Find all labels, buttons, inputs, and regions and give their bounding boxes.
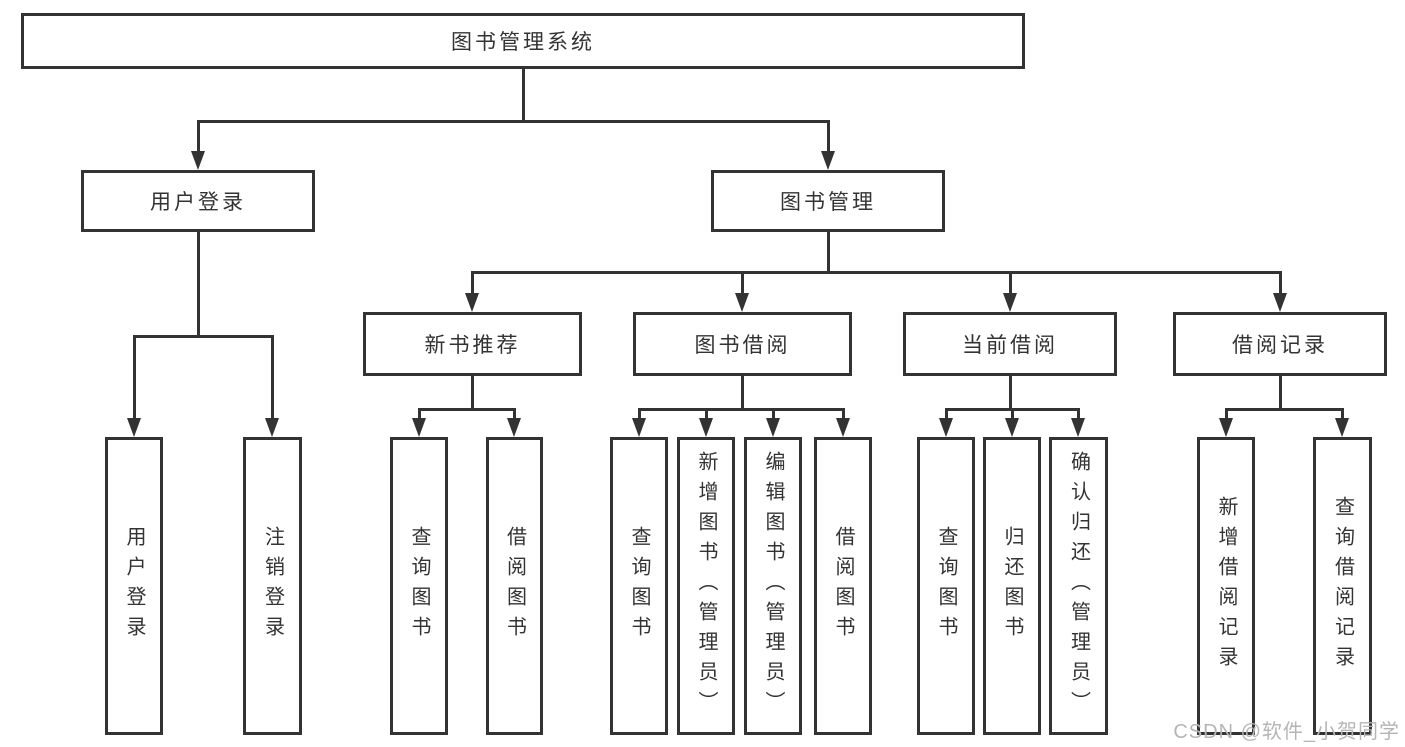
arrow-down-icon [939, 418, 953, 437]
arrow-down-icon [1219, 418, 1233, 437]
node-leaf-cb-query-books: 查询图书 [917, 437, 975, 735]
arrow-down-icon [127, 418, 141, 437]
connector-stub-leaf-logout [271, 335, 274, 420]
arrow-down-icon [1005, 418, 1019, 437]
connector-stub-bb-borrow [842, 408, 845, 420]
connector-stub-br-add [1225, 408, 1228, 420]
arrow-down-icon [1335, 418, 1349, 437]
connector-cb-down [1009, 376, 1012, 411]
node-user-login-label: 用户登录 [150, 191, 246, 214]
connector-br-down [1279, 376, 1282, 411]
node-leaf-user-login: 用户登录 [105, 437, 163, 735]
node-leaf-nbr-query-books-label: 查询图书 [408, 526, 430, 646]
connector-root-down [522, 69, 525, 123]
node-leaf-nbr-borrow-books-label: 借阅图书 [503, 526, 526, 646]
node-new-book-recommend: 新书推荐 [363, 312, 582, 376]
node-leaf-br-add-record: 新增借阅记录 [1197, 437, 1255, 735]
connector-user-login-down [197, 232, 200, 338]
arrow-down-icon [836, 418, 850, 437]
node-leaf-br-query-record-label: 查询借阅记录 [1331, 496, 1354, 676]
node-leaf-nbr-borrow-books: 借阅图书 [486, 437, 543, 735]
node-leaf-cb-confirm-return: 确认归还（管理员） [1049, 437, 1108, 735]
connector-bb-down [741, 376, 744, 411]
arrow-down-icon [699, 418, 713, 437]
node-leaf-bb-borrow-books-label: 借阅图书 [832, 526, 854, 646]
connector-stub-cb-query [945, 408, 948, 420]
arrow-down-icon [632, 418, 646, 437]
arrow-down-icon [1071, 418, 1085, 437]
node-new-book-recommend-label: 新书推荐 [424, 334, 521, 357]
arrow-down-icon [191, 151, 205, 170]
node-root-label: 图书管理系统 [451, 31, 595, 54]
node-leaf-nbr-query-books: 查询图书 [390, 437, 448, 735]
connector-bb-group-horizontal [638, 408, 845, 411]
node-leaf-logout: 注销登录 [243, 437, 302, 735]
connector-stub-book-borrowing [741, 271, 744, 295]
node-leaf-cb-query-books-label: 查询图书 [935, 526, 957, 646]
connector-stub-borrowing-records [1279, 271, 1282, 295]
node-borrowing-records-label: 借阅记录 [1232, 334, 1328, 357]
csdn-watermark: CSDN @软件_小贺同学 [1173, 721, 1400, 743]
arrow-down-icon [766, 418, 780, 437]
node-leaf-cb-return-books: 归还图书 [983, 437, 1041, 735]
connector-nbr-group-horizontal [418, 408, 516, 411]
arrow-down-icon [465, 293, 479, 312]
node-leaf-br-add-record-label: 新增借阅记录 [1215, 496, 1237, 676]
connector-stub-bb-add [705, 408, 708, 420]
arrow-down-icon [1273, 293, 1287, 312]
arrow-down-icon [265, 418, 279, 437]
node-book-management: 图书管理 [711, 170, 945, 232]
node-current-borrowing: 当前借阅 [903, 312, 1117, 376]
arrow-down-icon [507, 418, 521, 437]
connector-stub-leaf-user-login [133, 335, 136, 420]
node-leaf-bb-query-books: 查询图书 [610, 437, 668, 735]
connector-stub-new-book-recommend [471, 271, 474, 295]
node-leaf-bb-query-books-label: 查询图书 [628, 526, 650, 646]
node-leaf-bb-borrow-books: 借阅图书 [814, 437, 872, 735]
node-leaf-logout-label: 注销登录 [261, 526, 284, 646]
node-leaf-bb-edit-books-label: 编辑图书（管理员） [762, 451, 784, 721]
node-book-management-label: 图书管理 [780, 191, 876, 214]
arrow-down-icon [735, 293, 749, 312]
arrow-down-icon [1003, 293, 1017, 312]
connector-stub-current-borrowing [1009, 271, 1012, 295]
connector-stub-cb-return [1011, 408, 1014, 420]
node-leaf-cb-confirm-return-label: 确认归还（管理员） [1067, 451, 1090, 721]
arrow-down-icon [412, 418, 426, 437]
connector-stub-nbr-borrow [513, 408, 516, 420]
connector-stub-bb-query [638, 408, 641, 420]
connector-stub-user-login [197, 120, 200, 152]
node-borrowing-records: 借阅记录 [1173, 312, 1387, 376]
node-book-borrowing: 图书借阅 [633, 312, 852, 376]
node-book-borrowing-label: 图书借阅 [694, 334, 791, 357]
connector-nbr-down [471, 376, 474, 411]
connector-level2-horizontal [197, 120, 830, 123]
connector-login-group-horizontal [133, 335, 274, 338]
arrow-down-icon [821, 151, 835, 170]
connector-stub-book-management [827, 120, 830, 152]
connector-stub-br-query [1341, 408, 1344, 420]
node-current-borrowing-label: 当前借阅 [962, 334, 1058, 357]
node-leaf-bb-add-books: 新增图书（管理员） [677, 437, 735, 735]
node-user-login: 用户登录 [81, 170, 315, 232]
node-leaf-br-query-record: 查询借阅记录 [1313, 437, 1372, 735]
connector-stub-bb-edit [772, 408, 775, 420]
connector-br-group-horizontal [1225, 408, 1344, 411]
node-leaf-bb-add-books-label: 新增图书（管理员） [695, 451, 717, 721]
connector-stub-nbr-query [418, 408, 421, 420]
node-leaf-user-login-label: 用户登录 [123, 526, 145, 646]
connector-stub-cb-confirm [1077, 408, 1080, 420]
node-leaf-bb-edit-books: 编辑图书（管理员） [744, 437, 802, 735]
node-root: 图书管理系统 [21, 13, 1025, 69]
node-leaf-cb-return-books-label: 归还图书 [1001, 526, 1023, 646]
connector-book-management-down [827, 232, 830, 274]
connector-level3-horizontal [471, 271, 1282, 274]
